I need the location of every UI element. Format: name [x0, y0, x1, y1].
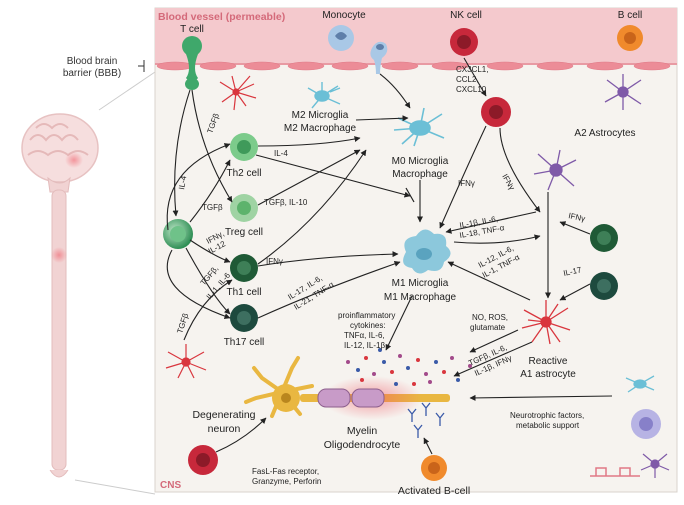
bbb-bracket: [138, 60, 145, 72]
myelin-sheath: [317, 388, 385, 408]
antibodies: [407, 402, 445, 438]
tgfb-il10-label: TGFβ, IL-10: [264, 198, 308, 207]
chemokine-label-3: CXCL10: [456, 85, 487, 94]
th2-cell: [230, 133, 258, 161]
tgfb-treg-label: TGFβ: [202, 203, 223, 212]
m1-label-line1: M1 Microglia: [392, 278, 449, 289]
chemokine-label-2: CCL2,: [456, 75, 479, 84]
m0-microglia: [393, 107, 445, 147]
fasl-label-2: Granzyme, Perforin: [252, 477, 321, 486]
m0-label-line2: Macrophage: [392, 169, 448, 180]
treg-label: Treg cell: [225, 227, 263, 238]
b-cell-label: B cell: [618, 10, 642, 21]
reactive-label-line1: Reactive: [529, 356, 568, 367]
m1-microglia: [403, 229, 451, 274]
a2-astrocytes-label: A2 Astrocytes: [574, 128, 635, 139]
pathway-arrows: [166, 57, 613, 455]
ifng-th1-label: IFNγ: [266, 257, 283, 266]
treg-cell: [230, 194, 258, 222]
activated-b-cell: [421, 455, 447, 481]
m2-microglia: [307, 82, 341, 109]
proinflammatory-label-3: TNFα, IL-6,: [344, 331, 385, 340]
t-cell-extravasating: [182, 36, 202, 90]
neurotrophic-label-2: metabolic support: [516, 421, 580, 430]
degenerating-neuron-line2: neuron: [208, 423, 241, 435]
il4-th2-label: IL-4: [274, 149, 288, 158]
right-t-cell-il17: [590, 272, 618, 300]
proinflammatory-label-1: proinflammatory: [338, 311, 395, 320]
naive-t-cell: [163, 219, 193, 249]
ifng-nk-m0-label: IFNγ: [458, 179, 475, 188]
m2-label-line1: M2 Microglia: [292, 110, 349, 121]
m2-label-line2: M2 Macrophage: [284, 123, 357, 134]
chemokine-label-1: CX3CL1,: [456, 65, 488, 74]
il17-right-label: IL-17: [563, 265, 583, 278]
th17-cell: [230, 304, 258, 332]
inhibition-marks: [405, 187, 415, 203]
bbb-label-line1: Blood brain: [67, 56, 118, 67]
nk-cell-bottom: [188, 445, 218, 475]
m0-label-line1: M0 Microglia: [392, 156, 449, 167]
th2-label: Th2 cell: [226, 168, 261, 179]
reactive-label-line2: A1 astrocyte: [520, 369, 576, 380]
support-a2-astrocyte: [640, 453, 670, 478]
th17-label: Th17 cell: [224, 337, 265, 348]
th1-label: Th1 cell: [226, 287, 261, 298]
oligodendrocyte-label: Oligodendrocyte: [324, 439, 401, 451]
no-ros-label-1: NO, ROS,: [472, 313, 508, 322]
proinflammatory-label-2: cytokines:: [350, 321, 386, 330]
monocyte-cells: [328, 25, 388, 74]
blood-vessel-label: Blood vessel (permeable): [158, 11, 285, 23]
nk-cell: [450, 28, 511, 127]
monocyte-label: Monocyte: [322, 10, 366, 21]
resting-astrocyte-top: [219, 75, 257, 111]
fasl-label-1: FasL-Fas receptor,: [252, 467, 319, 476]
a2-astrocyte-middle: [533, 149, 577, 191]
proinflammatory-label-4: IL-12, IL-1β: [344, 341, 385, 350]
m1-label-line2: M1 Macrophage: [384, 292, 457, 303]
myelin-label: Myelin: [347, 425, 378, 437]
nk-cell-label: NK cell: [450, 10, 482, 21]
support-endothelial: [590, 467, 640, 477]
cytokine-particles: [346, 348, 472, 386]
cns-label: CNS: [160, 480, 181, 491]
th1-cell: [230, 254, 258, 282]
a2-astrocyte-top: [604, 74, 642, 110]
blood-vessel: [155, 8, 677, 71]
il4-label-vertical: IL-4: [177, 175, 188, 191]
neurotrophic-label-1: Neurotrophic factors,: [510, 411, 584, 420]
reactive-a1-astrocyte: [521, 300, 571, 345]
b-cell: [617, 25, 643, 51]
support-macrophage: [631, 409, 661, 439]
no-ros-label-2: glutamate: [470, 323, 506, 332]
right-t-cell-ifng: [590, 224, 618, 252]
bbb-label-line2: barrier (BBB): [63, 68, 121, 79]
t-cell-label: T cell: [180, 24, 204, 35]
support-microglia: [625, 375, 655, 393]
ifng-right-label: IFNγ: [568, 211, 586, 223]
degenerating-neuron-line1: Degenerating: [192, 409, 255, 421]
resting-astrocyte-bottom: [165, 344, 207, 379]
activated-b-cell-label: Activated B-cell: [398, 485, 470, 497]
brain-spinal-cord-illustration: [21, 71, 156, 495]
